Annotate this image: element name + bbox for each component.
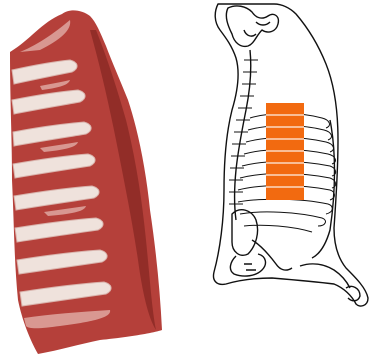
spine (235, 50, 251, 220)
highlighted-rib-section (266, 103, 304, 200)
foreleg (252, 240, 292, 270)
neck-bones (300, 264, 350, 288)
vertebrae (229, 60, 258, 204)
pelvis-bones (226, 6, 278, 46)
rib-cut-meat-photo (10, 10, 162, 354)
